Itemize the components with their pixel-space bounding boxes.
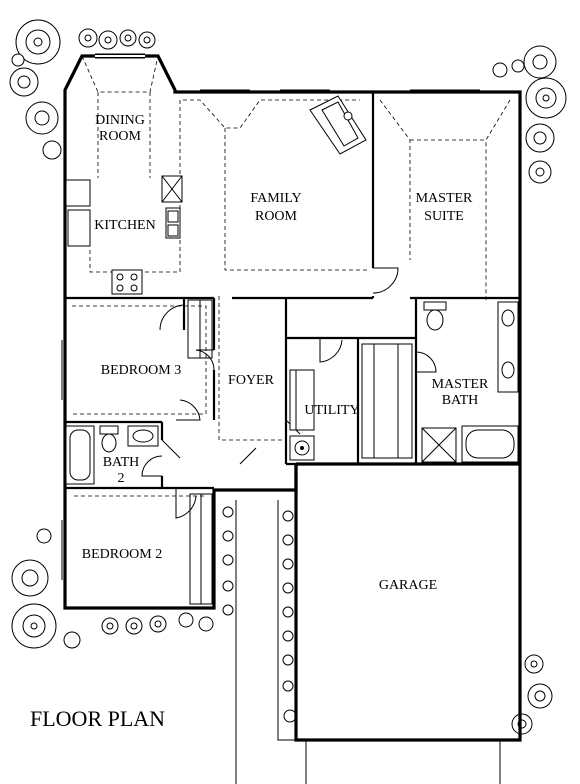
shrub-icon xyxy=(527,683,553,709)
shrub-icon xyxy=(528,160,552,184)
shrub-icon xyxy=(525,123,555,153)
pantry-icon xyxy=(65,179,91,247)
toilet-icon xyxy=(99,425,119,453)
landscaping xyxy=(9,19,567,735)
family-room-label-line1: FAMILY xyxy=(250,191,301,206)
shrub-icon xyxy=(25,101,59,135)
floor-plan-title: FLOOR PLAN xyxy=(30,706,165,731)
shrub-icon xyxy=(524,654,544,674)
shrub-icon xyxy=(511,59,525,73)
bath-2-label-line2: 2 xyxy=(118,471,125,486)
shrub-icon xyxy=(101,617,119,635)
doors xyxy=(141,267,437,519)
family-room-label-line2: ROOM xyxy=(255,209,298,224)
master-suite-label-line1: MASTER xyxy=(416,191,473,206)
shrub-icon xyxy=(125,617,143,635)
master-bath-label-line1: MASTER xyxy=(432,377,489,392)
room-labels: DINING ROOM KITCHEN FAMILY ROOM MASTER S… xyxy=(82,113,489,593)
kitchen-label: KITCHEN xyxy=(94,218,155,233)
walkway-shrubs xyxy=(222,506,297,723)
garage-label: GARAGE xyxy=(379,578,437,593)
bedroom-3-label: BEDROOM 3 xyxy=(101,363,182,378)
bath-2-label-line1: BATH xyxy=(103,455,140,470)
washer-icon xyxy=(289,435,315,461)
shrub-icon xyxy=(525,77,567,119)
shower-icon xyxy=(421,427,457,463)
shrub-icon xyxy=(9,67,39,97)
fixtures xyxy=(65,95,519,605)
utility-label: UTILITY xyxy=(304,403,359,418)
master-suite-label-line2: SUITE xyxy=(424,209,464,224)
utility-shelves-icon xyxy=(289,369,315,431)
shrub-icon xyxy=(63,631,81,649)
vanity-sink-icon xyxy=(497,301,519,393)
shrub-icon xyxy=(78,28,98,48)
shrub-icon xyxy=(11,559,49,597)
shrub-icon xyxy=(198,616,214,632)
bathtub-icon xyxy=(461,425,519,463)
shrub-icon xyxy=(11,53,25,67)
bathtub-icon xyxy=(65,425,95,485)
kitchen-sink-icon xyxy=(165,207,181,239)
shrub-icon xyxy=(36,528,52,544)
fireplace-icon xyxy=(309,95,367,155)
shrub-icon xyxy=(15,19,61,65)
shrub-icon xyxy=(98,30,118,50)
vanity-sink-icon xyxy=(127,425,159,447)
shrub-icon xyxy=(11,603,57,649)
shrub-icon xyxy=(138,31,156,49)
master-bath-label-line2: BATH xyxy=(442,393,479,408)
bedroom-2-label: BEDROOM 2 xyxy=(82,547,163,562)
dining-room-label-line1: DINING xyxy=(95,113,145,128)
shrub-icon xyxy=(178,612,194,628)
closet-icon xyxy=(187,299,213,359)
shrub-icon xyxy=(511,713,533,735)
closet-icon xyxy=(361,343,413,459)
shrub-icon xyxy=(523,45,557,79)
foyer-label: FOYER xyxy=(228,373,275,388)
closet-icon xyxy=(189,493,213,605)
shrub-icon xyxy=(42,140,62,160)
shrub-icon xyxy=(119,29,137,47)
toilet-icon xyxy=(423,301,447,331)
shrub-icon xyxy=(492,62,508,78)
shrub-icon xyxy=(149,615,167,633)
refrigerator-icon xyxy=(161,175,183,203)
dining-room-label-line2: ROOM xyxy=(99,129,142,144)
range-icon xyxy=(111,269,143,295)
windows xyxy=(61,53,480,580)
